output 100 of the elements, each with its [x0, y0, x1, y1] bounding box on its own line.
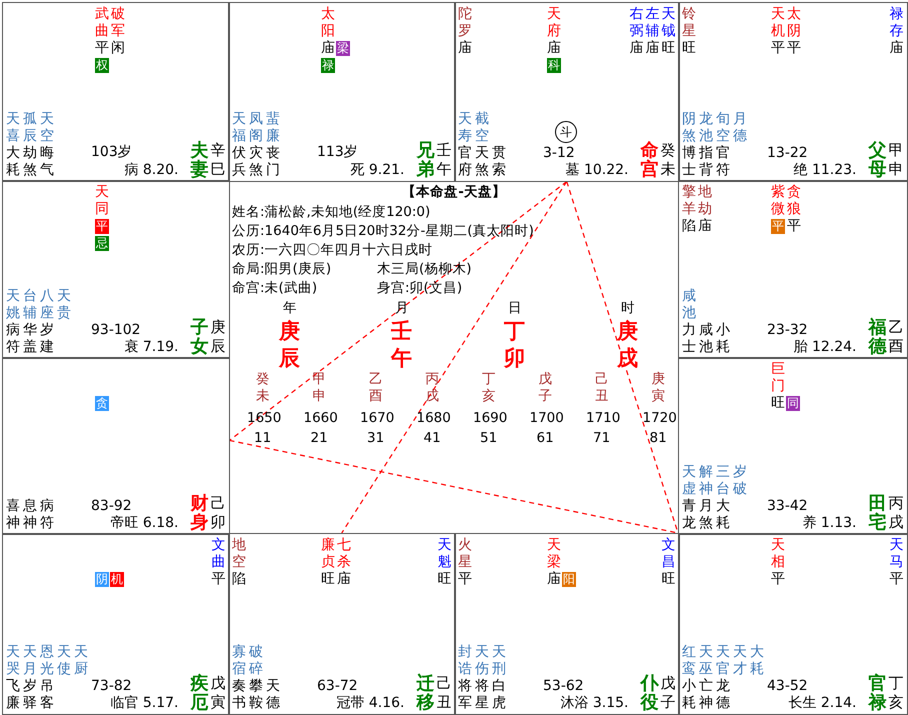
stem-branch: 乙酉 — [888, 318, 904, 356]
brightness-mark: 陷 — [232, 571, 246, 588]
stem-branch: 甲申 — [888, 140, 904, 178]
chart-title: 【本命盘-天盘】 — [401, 183, 507, 201]
palace-cell — [2, 180, 230, 358]
spirit-name: 大耗 — [6, 144, 20, 178]
spirit-name: 奏书 — [232, 678, 246, 712]
minor-star-name: 天喜 — [6, 110, 20, 144]
palace-name: 父母 — [868, 140, 886, 178]
age-range: 33-42 — [767, 498, 808, 514]
decade-age: 11 — [254, 429, 272, 447]
decade-stem-branch: 癸未 — [256, 371, 270, 405]
pillar-stem-branch: 壬午 — [391, 318, 412, 372]
spirit-name: 指背 — [699, 144, 713, 178]
star-name: 武曲 — [95, 6, 109, 40]
stem-branch: 己丑 — [436, 674, 452, 712]
brightness-mark: 平 — [458, 571, 472, 588]
star-name: 天府 — [547, 6, 561, 40]
age-range: 63-72 — [317, 678, 358, 694]
spirit-name: 攀鞍 — [249, 678, 263, 712]
info-line: 命宫:未(武曲) — [232, 279, 318, 297]
life-stage: 冠带 4.16. — [336, 694, 404, 712]
brightness-mark: 庙 — [337, 571, 351, 588]
pillar-stem-branch: 丁卯 — [504, 318, 525, 372]
spirit-name: 青龙 — [682, 498, 696, 532]
star-name: 禄存 — [890, 6, 904, 40]
spirit-name: 将军 — [458, 678, 472, 712]
minor-star-name: 天哭 — [6, 644, 20, 678]
decade-stem-branch: 丙戌 — [426, 371, 439, 405]
minor-star-name: 天刑 — [492, 644, 506, 678]
pillar-stem-branch: 庚戌 — [617, 318, 638, 372]
spirit-name: 吊客 — [40, 678, 54, 712]
spirit-name: 劫煞 — [23, 144, 37, 178]
brightness-mark: 庙 — [630, 40, 644, 57]
star-name: 紫微 — [771, 184, 785, 218]
palace-cell — [2, 533, 230, 714]
age-range: 113岁 — [317, 142, 358, 160]
minor-star-name: 台辅 — [23, 288, 37, 322]
transformation-tag: 忌 — [95, 236, 109, 251]
info-line: 身宫:卯(文昌) — [377, 279, 462, 297]
spirit-name: 喜神 — [6, 498, 20, 532]
brightness-mark: 闲 — [111, 40, 125, 57]
minor-star-name: 天伤 — [475, 644, 489, 678]
brightness-mark: 旺 — [771, 395, 785, 412]
decade-stem-branch: 乙酉 — [369, 371, 382, 405]
age-range: 103岁 — [91, 142, 132, 160]
life-stage: 长生 2.14. — [788, 694, 856, 712]
decade-stem-branch: 戊子 — [538, 371, 552, 405]
palace-cell — [678, 357, 908, 534]
dashed-line — [229, 181, 568, 441]
palace-cell — [2, 357, 230, 534]
spirit-name: 伏兵 — [232, 144, 246, 178]
age-range: 93-102 — [91, 322, 141, 338]
minor-star-name: 蜚廉 — [266, 110, 280, 144]
minor-star-name: 天月 — [23, 644, 37, 678]
minor-star-name: 天寿 — [458, 110, 472, 144]
decade-age: 81 — [650, 429, 667, 447]
star-name: 破军 — [111, 6, 125, 40]
spirit-name: 贯索 — [492, 144, 506, 178]
star-name: 贪狼 — [787, 184, 801, 218]
life-stage: 衰 7.19. — [124, 338, 178, 356]
star-name: 巨门 — [771, 361, 785, 395]
brightness-mark: 平 — [771, 571, 785, 588]
minor-star-name: 天福 — [232, 110, 246, 144]
star-name: 擎羊 — [682, 184, 696, 218]
minor-star-name: 三台 — [716, 464, 730, 498]
minor-star-name: 恩光 — [40, 644, 54, 678]
decade-year: 1700 — [530, 409, 564, 427]
palace-cell — [454, 533, 680, 714]
brightness-mark: 平 — [890, 571, 904, 588]
age-range: 3-12 — [543, 144, 575, 160]
minor-star-name: 凤阁 — [249, 110, 263, 144]
stem-branch: 戊寅 — [210, 674, 226, 712]
stem-branch: 丙戌 — [888, 494, 904, 532]
marker-tag: 机 — [110, 572, 124, 587]
star-name: 文昌 — [662, 537, 676, 571]
dashed-line — [341, 181, 568, 534]
life-stage: 帝旺 6.18. — [110, 514, 178, 532]
minor-star-name: 咸池 — [682, 288, 696, 322]
info-line: 姓名:蒲松龄,未知地(经度120:0) — [232, 203, 430, 221]
minor-star-name: 红鸾 — [682, 644, 696, 678]
life-stage: 死 9.21. — [350, 160, 404, 178]
minor-star-name: 天厨 — [74, 644, 88, 678]
stem-branch: 癸未 — [660, 140, 676, 178]
palace-cell — [454, 2, 680, 182]
star-name: 天同 — [95, 184, 109, 218]
brightness-mark: 庙 — [698, 218, 712, 235]
spirit-name: 博士 — [682, 144, 696, 178]
star-name: 太阳 — [321, 6, 335, 40]
spirit-name: 白虎 — [492, 678, 506, 712]
life-stage: 绝 11.23. — [794, 160, 856, 178]
palace-cell — [678, 533, 908, 714]
spirit-name: 病符 — [40, 498, 54, 532]
minor-star-name: 天使 — [57, 644, 71, 678]
spirit-name: 天德 — [266, 678, 280, 712]
minor-star-name: 解神 — [699, 464, 713, 498]
star-name: 天梁 — [547, 537, 561, 571]
decade-stem-branch: 己丑 — [595, 371, 608, 405]
marker-tag: 同 — [786, 396, 800, 411]
star-name: 天魁 — [438, 537, 452, 571]
